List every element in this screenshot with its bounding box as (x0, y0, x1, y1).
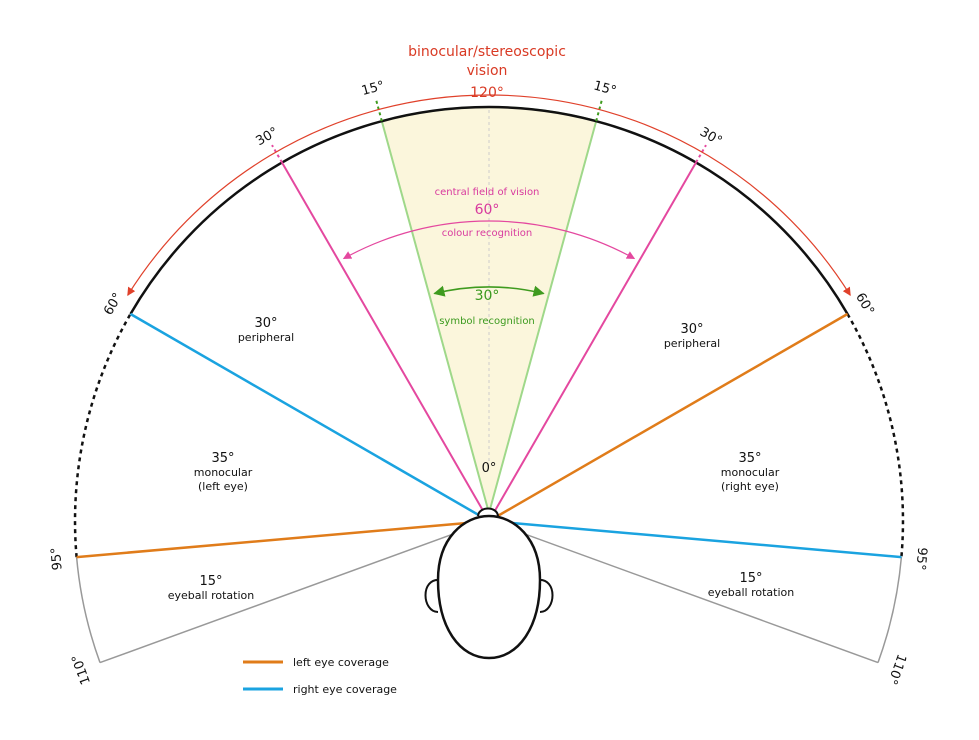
binocular-boundary-arc (129, 105, 849, 315)
tick-label-left-30: 30° (254, 125, 281, 150)
rotation-left-angle: 15° (199, 574, 222, 589)
right-rotation-arc (877, 557, 903, 663)
head-top-view-icon (424, 507, 554, 660)
ray-right-95-right-eye (496, 520, 902, 559)
ray-right-30 (492, 161, 697, 515)
monocular-left-eye: (left eye) (198, 480, 248, 493)
left-monocular-dotted-arc (73, 313, 132, 558)
ray-right-60-left-eye (495, 312, 849, 519)
peripheral-left-angle: 30° (254, 316, 277, 331)
rotation-right-angle: 15° (739, 571, 762, 586)
peripheral-right-angle: 30° (680, 322, 703, 337)
ray-left-60-right-eye (129, 312, 483, 519)
ray-right-110 (496, 522, 879, 664)
monocular-right-eye: (right eye) (721, 480, 779, 493)
peripheral-left-label: peripheral (238, 331, 294, 344)
symbol-30-arrow (433, 285, 545, 297)
tick-label-right-110: 110° (884, 652, 909, 687)
rotation-left-label: eyeball rotation (168, 589, 255, 602)
monocular-right-label: monocular (721, 466, 780, 479)
central-60-arrow (342, 220, 636, 260)
tick-label-left-60: 60° (101, 291, 126, 318)
central-angle: 60° (475, 202, 500, 218)
left-rotation-arc (75, 557, 101, 663)
binocular-title-line1: binocular/stereoscopic (408, 44, 566, 60)
monocular-left-label: monocular (194, 466, 253, 479)
ray-left-95-left-eye (76, 520, 482, 559)
ray-left-30 (281, 161, 486, 515)
binocular-120-arrow (127, 94, 851, 297)
binocular-angle: 120° (470, 85, 504, 101)
peripheral-right-label: peripheral (664, 337, 720, 350)
central-title: central field of vision (435, 187, 540, 198)
symbol-subtitle: symbol recognition (439, 316, 535, 327)
tick-label-left-15: 15° (360, 79, 386, 99)
monocular-right-angle: 35° (738, 451, 761, 466)
legend-right-eye-label: right eye coverage (293, 683, 397, 696)
binocular-title-line2: vision (467, 63, 508, 79)
right-monocular-dotted-arc (846, 313, 905, 558)
tick-label-right-95: 95° (912, 547, 929, 571)
tick-label-0: 0° (482, 461, 497, 476)
ray-left-110 (99, 522, 482, 664)
legend-left-eye-label: left eye coverage (293, 656, 389, 669)
monocular-left-angle: 35° (211, 451, 234, 466)
symbol-angle: 30° (475, 288, 500, 304)
rotation-right-label: eyeball rotation (708, 586, 795, 599)
tick-label-left-110: 110° (69, 652, 94, 687)
tick-label-right-15: 15° (592, 79, 618, 99)
tick-label-right-60: 60° (852, 291, 877, 318)
central-subtitle: colour recognition (442, 228, 532, 239)
tick-label-right-30: 30° (697, 125, 724, 150)
tick-label-left-95: 95° (49, 547, 66, 571)
